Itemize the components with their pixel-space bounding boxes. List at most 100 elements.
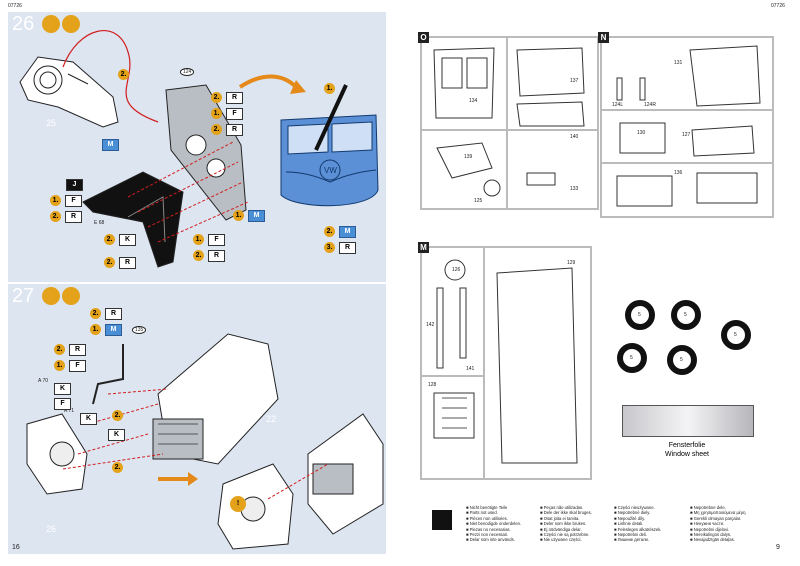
- window-sheet: [622, 405, 754, 437]
- part-number: 126: [452, 267, 461, 273]
- step-badge: 1.: [193, 234, 204, 245]
- step-badge: 1.: [233, 210, 244, 221]
- part-number: 137: [570, 78, 579, 84]
- part-ref-22: 22: [266, 414, 277, 424]
- part-number: 127: [682, 132, 691, 138]
- part-number: 124L: [612, 102, 624, 108]
- vw-bus-front: VW: [280, 84, 379, 207]
- circle-part-124: 124: [180, 68, 195, 76]
- glue-icon: [42, 287, 60, 305]
- part-number: 134: [469, 98, 478, 104]
- frame-letter-o: O: [418, 32, 429, 43]
- part-number: 136: [674, 170, 683, 176]
- part-number: 125: [474, 198, 483, 204]
- sprue-flag: M: [105, 324, 122, 336]
- frame-letter-n: N: [598, 32, 609, 43]
- part-number: 142: [426, 322, 435, 328]
- sprue-flag: F: [54, 398, 71, 410]
- step-badge: 2.: [118, 69, 129, 80]
- part-number: 139: [464, 154, 473, 160]
- tire-label: 5: [684, 312, 687, 318]
- step-badge: 2.: [112, 410, 123, 421]
- sprue-flag: M: [102, 139, 119, 151]
- sprue-flag: R: [105, 308, 122, 320]
- page-number-right: 9: [776, 544, 780, 551]
- step-badge: 2.: [50, 211, 61, 222]
- part-label-a70: A 70: [38, 378, 49, 384]
- frame-letter-m: M: [418, 242, 429, 253]
- part-ref-26: 26: [46, 524, 57, 534]
- sprue-flag: R: [119, 257, 136, 269]
- part-ref-25: 25: [46, 118, 57, 128]
- frame-o-parts: [422, 38, 597, 208]
- sprue-flag: R: [208, 250, 225, 262]
- step-27-panel: 27: [8, 284, 386, 554]
- step-badge: 1.: [50, 195, 61, 206]
- front-panel-part: [165, 84, 247, 221]
- windshield-part: [82, 171, 184, 268]
- paint-brush-icon: [62, 287, 80, 305]
- part-number: 141: [466, 366, 475, 372]
- legend-column-3: ■ Części nieużywane. ■ Nepotrebné diely.…: [614, 505, 662, 543]
- sprue-frame-m: M 126 129 142 141 128: [418, 242, 592, 480]
- front-part: [26, 413, 88, 495]
- sprue-flag: R: [69, 344, 86, 356]
- sprue-flag: K: [80, 413, 97, 425]
- glue-icon: [42, 15, 60, 33]
- step-badge: 2.: [112, 462, 123, 473]
- part-number: 124R: [644, 102, 656, 108]
- page-number-left: 16: [12, 544, 20, 551]
- sprue-flag: F: [69, 360, 86, 372]
- dashboard-part: [19, 56, 119, 128]
- sprue-flag: K: [108, 429, 125, 441]
- step-badge: 2.: [324, 226, 335, 237]
- tire-set: [617, 300, 751, 375]
- sprue-flag: K: [54, 383, 71, 395]
- tire-label: 5: [734, 332, 737, 338]
- sprue-flag: R: [339, 242, 356, 254]
- step-badge: 3.: [324, 242, 335, 253]
- svg-text:VW: VW: [324, 166, 337, 175]
- step-badge: 1.: [90, 324, 101, 335]
- step-badge: 2.: [211, 92, 222, 103]
- sprue-flag: K: [119, 234, 136, 246]
- sprue-flag: R: [226, 92, 243, 104]
- part-label-a71: A 71: [64, 408, 75, 414]
- step-badge: 2.: [54, 344, 65, 355]
- step-badge: 1.: [54, 360, 65, 371]
- part-number: 131: [674, 60, 683, 66]
- frame-n-parts: [602, 45, 772, 207]
- part-number: 133: [570, 186, 579, 192]
- step-badge: 2.: [211, 124, 222, 135]
- legend-column-1: ■ Nicht benötigte Teile ■ Parts not used…: [466, 505, 522, 543]
- sprue-flag: F: [65, 195, 82, 207]
- window-sheet-label-de: Fensterfolie: [668, 442, 706, 449]
- step-badge: 2.: [193, 250, 204, 261]
- sprue-flag: R: [226, 124, 243, 136]
- paint-brush-icon: [62, 15, 80, 33]
- window-sheet-label-en: Window sheet: [665, 451, 709, 458]
- legend-column-2: ■ Peças não utilizadas. ■ Dele der ikke …: [540, 505, 592, 543]
- part-number: 130: [637, 130, 646, 136]
- tire-label: 5: [638, 312, 641, 318]
- step-number: 27: [12, 285, 35, 307]
- part-number: 140: [570, 134, 579, 140]
- tire-label: 5: [630, 355, 633, 361]
- step-number: 26: [12, 13, 35, 35]
- catalog-code-left: 07726: [8, 3, 22, 9]
- sprue-flag: M: [248, 210, 265, 222]
- step-badge: 1.: [211, 108, 222, 119]
- catalog-code-right: 07726: [771, 3, 785, 9]
- sprue-flag: M: [339, 226, 356, 238]
- sprue-flag: F: [208, 234, 225, 246]
- tire-label: 5: [680, 357, 683, 363]
- sprue-frame-o: O 134 137 140 139 125 133: [418, 32, 599, 210]
- sprue-flag: J: [66, 179, 83, 191]
- frame-m-parts: [422, 248, 578, 478]
- circle-part-135: 135: [132, 326, 147, 334]
- legend-column-4: ■ Nepotrebne dele. ■ Μη χρησιμοποιούμενα…: [690, 505, 747, 543]
- part-number: 128: [428, 382, 437, 388]
- sprue-frame-n: N 131 124L 124R 130 127 136: [598, 32, 774, 218]
- sprue-flag: F: [226, 108, 243, 120]
- step-badge: 2.: [104, 257, 115, 268]
